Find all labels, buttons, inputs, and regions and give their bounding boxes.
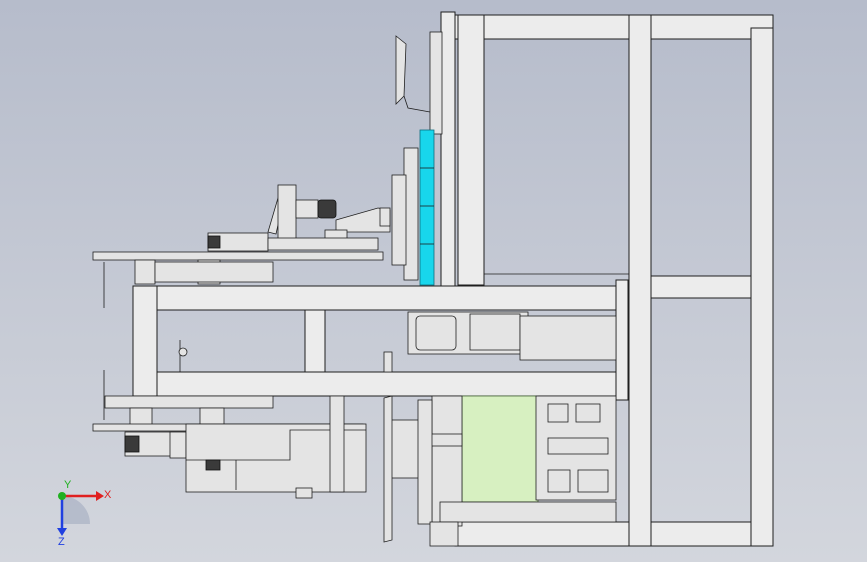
carriage-motor xyxy=(415,315,457,351)
sensor-head xyxy=(178,347,188,357)
gripper-cylinder-body xyxy=(295,199,319,219)
gripper-motor-cap xyxy=(207,235,221,249)
actuator-motor-cap xyxy=(124,435,140,453)
upper-platform xyxy=(92,251,384,420)
axis-triad: X Y Z xyxy=(57,479,112,548)
gripper-module xyxy=(207,184,391,252)
gantry-upper-beam xyxy=(132,285,624,311)
upper-clamp-plate xyxy=(395,35,407,105)
upper-bearing-left xyxy=(134,259,156,285)
x-axis-label: X xyxy=(104,489,112,501)
lower-bearing-left xyxy=(129,407,153,427)
frame-right-post xyxy=(750,27,774,547)
carriage-housing xyxy=(469,313,521,351)
cyan-guide-rail xyxy=(419,129,435,286)
gripper-jaw-tip xyxy=(379,207,391,227)
vertical-column xyxy=(391,11,456,293)
x-axis-arrowhead xyxy=(96,491,104,501)
gantry-lower-beam xyxy=(132,371,624,397)
lower-right-section xyxy=(383,395,617,547)
green-panel xyxy=(461,395,539,503)
lower-bearing-right xyxy=(199,407,225,427)
upper-platform-plate xyxy=(92,251,384,261)
carriage-rail-block xyxy=(519,315,617,361)
lower-column-bracket xyxy=(429,433,463,447)
gripper-linear-rail xyxy=(267,237,379,251)
z-axis-label: Z xyxy=(58,536,65,548)
actuator-coupling xyxy=(169,431,187,459)
actuator-vertical-post xyxy=(329,395,345,493)
frame-bottom-beam xyxy=(454,521,774,547)
frame-middle-post xyxy=(628,14,652,547)
gantry-inner-post xyxy=(304,309,326,373)
lower-rotary-flange xyxy=(389,419,421,479)
y-axis-label: Y xyxy=(64,479,72,491)
z-axis-arrowhead xyxy=(57,528,67,536)
lower-guide-block xyxy=(104,395,274,409)
gripper-cylinder-cap xyxy=(317,199,337,219)
lower-base-plate xyxy=(439,501,617,523)
rotary-flange xyxy=(391,174,407,266)
gantry-left-post xyxy=(132,285,158,397)
column-bracket xyxy=(429,31,443,135)
lower-mount-plate xyxy=(417,399,433,525)
frame-top-beam xyxy=(454,14,774,40)
upper-guide-block xyxy=(154,261,274,283)
frame-cross-beam xyxy=(650,275,752,299)
main-frame xyxy=(454,14,774,547)
lower-clamp-plate xyxy=(383,395,393,543)
frame-left-post-upper xyxy=(457,14,485,286)
column-post xyxy=(440,11,456,293)
y-axis-dot xyxy=(58,492,66,500)
gantry xyxy=(132,279,629,401)
lower-actuator xyxy=(124,395,367,499)
gantry-right-endcap xyxy=(615,279,629,401)
gripper-bracket xyxy=(277,184,297,244)
